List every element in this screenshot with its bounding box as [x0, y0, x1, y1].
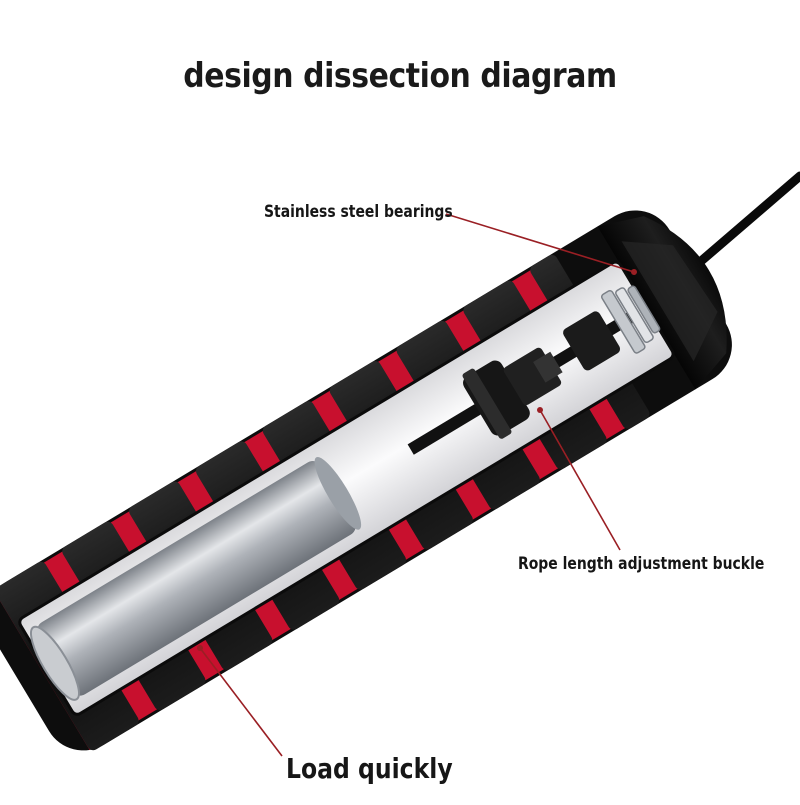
- callout-stainless-steel-bearings: Stainless steel bearings: [264, 202, 453, 222]
- steel-weight-tube: [30, 456, 362, 701]
- adjustment-buckle: [462, 347, 563, 439]
- rope: [695, 171, 800, 267]
- callout-load-quickly: Load quickly: [286, 752, 453, 785]
- leader-line-buckle: [539, 409, 621, 551]
- leader-line-load: [199, 647, 283, 757]
- leader-dot-load: [197, 645, 203, 651]
- leader-line-bearings: [445, 213, 635, 273]
- leader-lines: [199, 213, 635, 757]
- callout-rope-length-adjustment-buckle: Rope length adjustment buckle: [518, 554, 765, 574]
- steel-bearings: [601, 285, 661, 354]
- leader-dot-buckle: [537, 407, 543, 413]
- leader-dot-bearings: [631, 269, 637, 275]
- bushing: [563, 311, 621, 371]
- diagram-title: design dissection diagram: [183, 56, 617, 96]
